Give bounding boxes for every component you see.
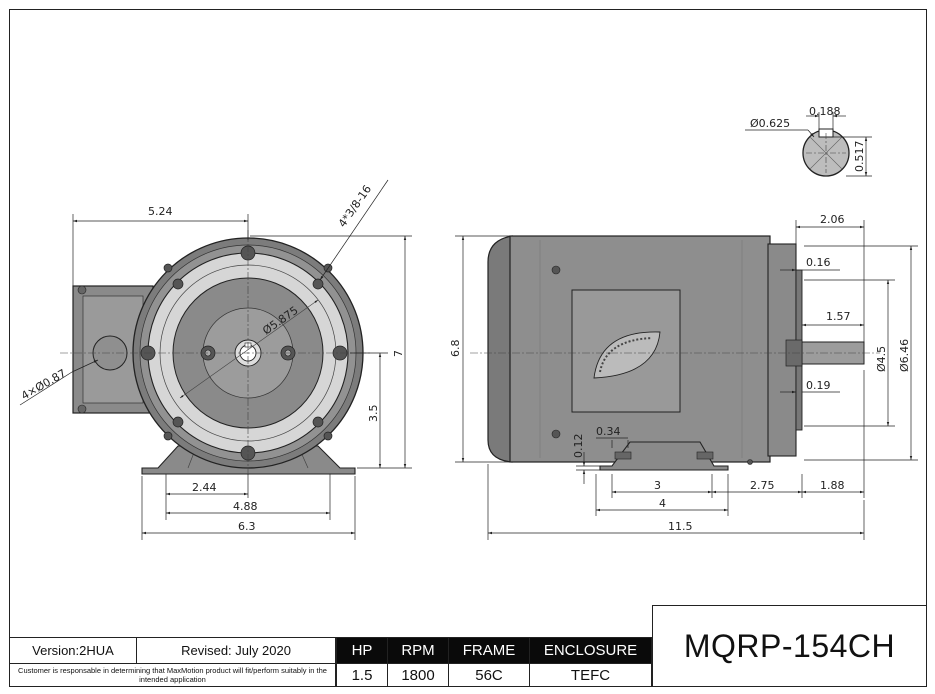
dim-shaft-length: 1.57 — [826, 310, 851, 323]
dim-foot-spacing: 3 — [654, 479, 661, 492]
value-frame: 56C — [448, 663, 530, 687]
dim-key-depth: 0.517 — [853, 141, 866, 173]
dim-slot-width: 0.34 — [596, 425, 621, 438]
dim-shaft-to-foot: 2.75 — [750, 479, 775, 492]
dim-foot-height: 0.12 — [572, 434, 585, 459]
dim-flange-thickness: 0.16 — [806, 256, 831, 269]
dim-key-width: 0.188 — [809, 105, 841, 118]
dim-front-width: 5.24 — [148, 205, 173, 218]
model-number: MQRP-154CH — [652, 605, 927, 687]
front-view-dimensions — [19, 179, 412, 540]
header-hp: HP — [336, 637, 388, 664]
dim-shaft-diameter: Ø0.625 — [750, 117, 790, 130]
value-hp: 1.5 — [336, 663, 388, 687]
value-rpm: 1800 — [387, 663, 449, 687]
side-view — [470, 235, 880, 471]
dim-height-total: 7 — [392, 350, 405, 357]
dim-base-width: 6.3 — [238, 520, 256, 533]
dim-foot-width: 4.88 — [233, 500, 258, 513]
header-rpm: RPM — [387, 637, 449, 664]
dim-body-height: 6.8 — [449, 340, 462, 358]
dim-foot-length: 4 — [659, 497, 666, 510]
side-view-dimension-text: 6.8 2.06 0.16 1.57 0.19 Ø4.5 Ø6.46 0.12 … — [449, 213, 911, 533]
dim-shaft-height: 3.5 — [367, 405, 380, 423]
dim-end-extension: 1.88 — [820, 479, 845, 492]
dim-shaft-extension: 2.06 — [820, 213, 845, 226]
dim-pilot-diameter: Ø4.5 — [875, 346, 888, 372]
dim-mount-holes: 4×Ø0.87 — [19, 367, 68, 403]
dim-face-diameter: Ø6.46 — [898, 339, 911, 372]
dim-foot-half: 2.44 — [192, 481, 217, 494]
side-view-dimensions — [455, 220, 918, 540]
title-block: Version:2HUA Revised: July 2020 Customer… — [9, 637, 652, 687]
shaft-key-detail: Ø0.625 0.188 0.517 — [745, 105, 872, 177]
dim-flange-gap: 0.19 — [806, 379, 831, 392]
value-enclosure: TEFC — [529, 663, 652, 687]
front-view — [60, 230, 370, 475]
version-label: Version:2HUA — [9, 637, 137, 664]
header-frame: FRAME — [448, 637, 530, 664]
disclaimer-note: Customer is responsable in determining t… — [9, 663, 336, 687]
dim-bolt-spec: 4*3/8-16 — [336, 183, 374, 230]
dim-overall-length: 11.5 — [668, 520, 693, 533]
revised-date: Revised: July 2020 — [136, 637, 336, 664]
header-enclosure: ENCLOSURE — [529, 637, 652, 664]
